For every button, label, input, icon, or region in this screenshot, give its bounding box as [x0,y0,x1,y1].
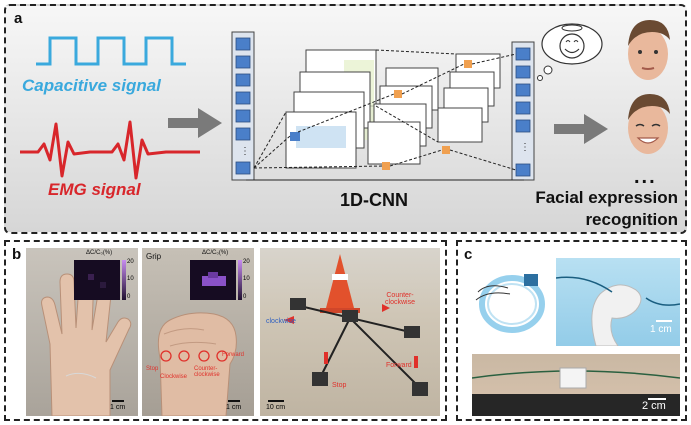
scalebar-1-label: 1 cm [110,404,126,411]
output-label-line1: Facial expression [535,188,678,207]
ellipsis-label: ... [634,166,657,188]
svg-text:⋮: ⋮ [240,146,250,157]
robot-label-clockwise: clockwise [266,318,296,325]
heatmap-grip [190,260,236,300]
scalebar-3-label: 10 cm [266,404,286,411]
photo-grip-hand: Grip ΔC/C₀(%) 20 10 0 Stop Clockwise Cou… [142,248,254,416]
panel-c-label: c [464,246,473,263]
output-arrow-icon [554,114,608,144]
scalebar-c1-label: 1 cm [650,324,672,335]
photo-open-hand: ΔC/C₀(%) 20 10 0 1 cm [26,248,138,416]
robot-label-counter-clockwise: Counter-clockwise [385,292,415,306]
sensor-ring-illustration [475,274,545,333]
colorbar-1-tick-top: 20 [127,259,134,265]
heatmap-unit-2: ΔC/C₀(%) [202,250,229,256]
capacitive-waveform [36,36,186,66]
gesture-markers [160,350,228,362]
cnn-label: 1D-CNN [340,190,409,210]
panel-a: a Capacitive signal EMG signal ⋮ [4,4,687,234]
emg-waveform [20,120,200,180]
output-label-line2: recognition [585,210,678,229]
svg-text:⋮: ⋮ [520,142,530,153]
scalebar-c2 [648,398,666,400]
colorbar-2-tick-mid: 10 [243,276,250,282]
face-avatar-neutral [628,20,670,80]
heatmap-open [74,260,120,300]
face-avatar-smiling [628,94,670,154]
scalebar-c2-label: 2 cm [642,400,666,412]
scalebar-3 [268,400,284,402]
photo-neck-sensor: 2 cm [472,354,680,416]
emg-signal-label: EMG signal [48,180,141,199]
gesture-forward: Forward [222,352,245,358]
gesture-counter-clockwise: Counter-clockwise [194,366,220,378]
colorbar-2 [238,260,242,300]
capacitive-signal-label: Capacitive signal [22,76,161,95]
photo-robot-track: clockwise Counter-clockwise Stop Forward… [260,248,440,416]
scalebar-c1 [656,320,672,322]
scalebar-2 [228,400,240,402]
panel-a-label: a [14,10,23,27]
scalebar-2-label: 1 cm [226,404,242,411]
scalebar-1 [112,400,124,402]
colorbar-1-tick-bottom: 0 [127,294,131,300]
heatmap-unit-1: ΔC/C₀(%) [86,250,113,256]
thought-bubble-icon [537,23,603,81]
gesture-clockwise: Clockwise [160,374,188,380]
colorbar-2-tick-bottom: 0 [243,294,247,300]
gesture-stop: Stop [146,366,159,372]
colorbar-2-tick-top: 20 [243,259,250,265]
input-arrow-icon [168,108,222,138]
grip-label: Grip [146,252,162,261]
colorbar-1-tick-mid: 10 [127,276,134,282]
robot-label-stop: Stop [332,382,347,389]
cnn-diagram: ⋮ ⋮ [231,31,535,181]
colorbar-1 [122,260,126,300]
robot-label-forward: Forward [386,362,412,369]
photo-finger-bend: 1 cm [556,258,680,346]
panel-b: b ΔC/C₀(%) 20 10 0 1 cm Grip ΔC/C₀(%) 20 [4,240,447,421]
panel-b-label: b [12,246,22,263]
panel-c: c 1 cm 2 cm [456,240,687,421]
